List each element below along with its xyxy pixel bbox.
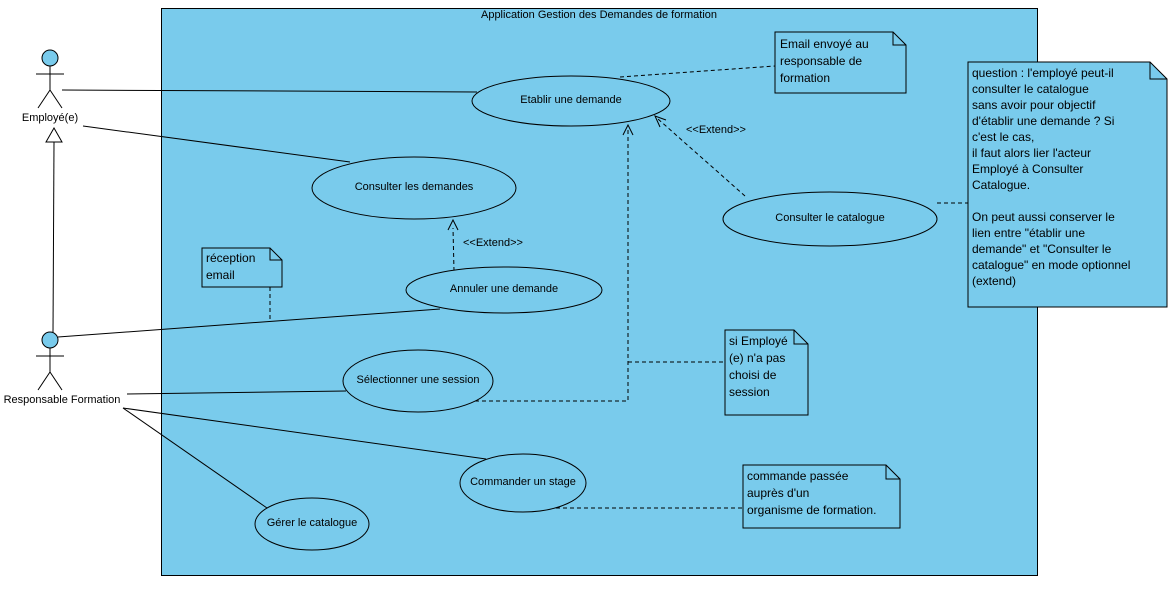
use-case-label-annuler-demande: Annuler une demande bbox=[449, 283, 559, 295]
note-text-question: question : l'employé peut-il consulter l… bbox=[972, 66, 1131, 288]
note-email-envoye[interactable] bbox=[774, 31, 907, 94]
use-case-commander-stage[interactable] bbox=[459, 453, 587, 513]
note-commande-passee[interactable] bbox=[742, 464, 901, 529]
use-case-annuler-demande[interactable] bbox=[405, 266, 603, 314]
use-case-label-consulter-demandes: Consulter les demandes bbox=[354, 181, 474, 193]
actor-employe-figure[interactable] bbox=[36, 49, 64, 109]
association-responsable-gerer[interactable] bbox=[122, 407, 268, 509]
association-responsable-selectionner[interactable] bbox=[126, 390, 347, 395]
use-case-gerer-catalogue[interactable] bbox=[254, 497, 370, 551]
use-case-label-consulter-catalogue: Consulter le catalogue bbox=[775, 212, 885, 224]
note-text-commande-passee: commande passée auprès d'un organisme de… bbox=[747, 469, 877, 517]
extend-selectionner-etablir[interactable] bbox=[475, 123, 634, 402]
association-employe-consulter-demandes[interactable] bbox=[82, 125, 351, 163]
use-case-selectionner-session[interactable] bbox=[342, 349, 494, 413]
note-text-si-employe: si Employé (e) n'a pas choisi de session bbox=[729, 334, 788, 399]
note-text-reception-email: réception email bbox=[206, 251, 256, 282]
actor-employe-label: Employé(e) bbox=[21, 112, 79, 124]
use-case-etablir-demande[interactable] bbox=[471, 75, 671, 127]
note-anchor-email[interactable] bbox=[619, 65, 776, 78]
use-case-label-selectionner-session: Sélectionner une session bbox=[356, 374, 480, 386]
extend-annuler-consulter[interactable] bbox=[447, 218, 459, 272]
association-employe-etablir[interactable] bbox=[61, 89, 478, 93]
use-case-consulter-catalogue[interactable] bbox=[722, 191, 938, 247]
extend-stereotype-label-catalogue: <<Extend>> bbox=[686, 124, 746, 136]
generalization-responsable-employe[interactable] bbox=[45, 126, 63, 334]
note-si-employe[interactable] bbox=[724, 329, 809, 416]
association-responsable-annuler[interactable] bbox=[57, 308, 441, 338]
association-responsable-commander[interactable] bbox=[122, 407, 487, 460]
use-case-consulter-demandes[interactable] bbox=[311, 156, 517, 220]
extend-stereotype-label-annuler: <<Extend>> bbox=[463, 237, 523, 249]
use-case-label-etablir-demande: Etablir une demande bbox=[520, 94, 622, 106]
system-boundary-title: Application Gestion des Demandes de form… bbox=[480, 9, 718, 21]
extend-catalogue-etablir[interactable] bbox=[654, 115, 746, 197]
actor-responsable-label: Responsable Formation bbox=[3, 394, 121, 406]
note-reception-email[interactable] bbox=[201, 247, 283, 288]
note-text-email-envoye: Email envoyé au responsable de formation bbox=[780, 37, 869, 85]
actor-responsable-figure[interactable] bbox=[36, 331, 64, 391]
note-question[interactable] bbox=[967, 61, 1168, 308]
use-case-label-gerer-catalogue: Gérer le catalogue bbox=[266, 517, 358, 529]
use-case-label-commander-stage: Commander un stage bbox=[470, 476, 576, 488]
